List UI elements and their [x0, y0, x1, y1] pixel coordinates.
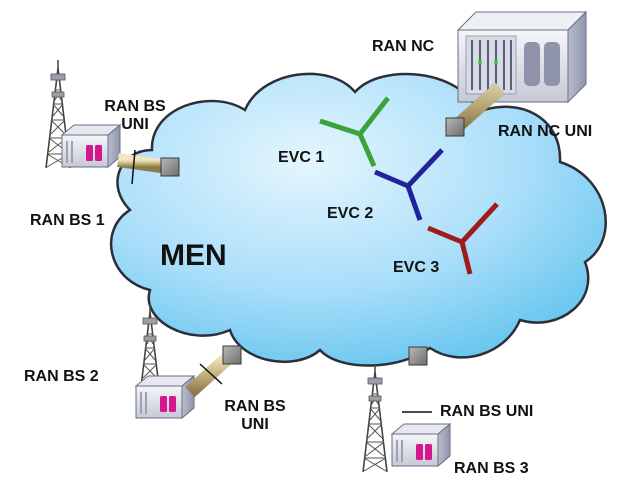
evc-1-symbol [319, 96, 390, 168]
ran-bs2-group [135, 303, 242, 419]
ran-nc-cabinet-icon [456, 10, 588, 104]
ran-nc-uni-label: RAN NC UNI [498, 123, 593, 140]
evc-1-label: EVC 1 [278, 149, 325, 166]
evc-2-label: EVC 2 [327, 205, 374, 222]
ran-bs2-uni-label: RAN BS UNI [214, 398, 296, 434]
tower-icon [362, 363, 388, 473]
ran-bs3-uni-box [408, 346, 428, 366]
evc-3-label: EVC 3 [393, 259, 440, 276]
ran-bs3-uni-label: RAN BS UNI [440, 403, 534, 420]
ran-nc-link [445, 82, 505, 137]
ran-bs2-uni-line1: RAN BS [224, 398, 286, 415]
ran-bs2-uni-line2: UNI [241, 416, 269, 433]
ran-bs3-label: RAN BS 3 [454, 460, 529, 477]
ran-bs1-label: RAN BS 1 [30, 212, 105, 229]
ran-bs1-uni-line2: UNI [121, 116, 149, 133]
ran-bs1-uni-box [160, 157, 180, 177]
ran-bs3-group [362, 346, 451, 473]
evc-2-symbol [374, 148, 444, 221]
men-label: MEN [160, 239, 227, 272]
ran-bs2-uni-box [222, 345, 242, 365]
building-icon [135, 375, 195, 419]
ran-bs1-uni-label: RAN BS UNI [94, 98, 176, 134]
ran-bs2-label: RAN BS 2 [24, 368, 99, 385]
ran-nc-uni-box [445, 117, 465, 137]
ran-bs1-group [45, 59, 180, 185]
ran-bs1-uni-line1: RAN BS [104, 98, 166, 115]
ran-nc-label: RAN NC [372, 38, 435, 55]
evc-3-symbol [427, 202, 499, 275]
men-cloud [109, 72, 607, 367]
